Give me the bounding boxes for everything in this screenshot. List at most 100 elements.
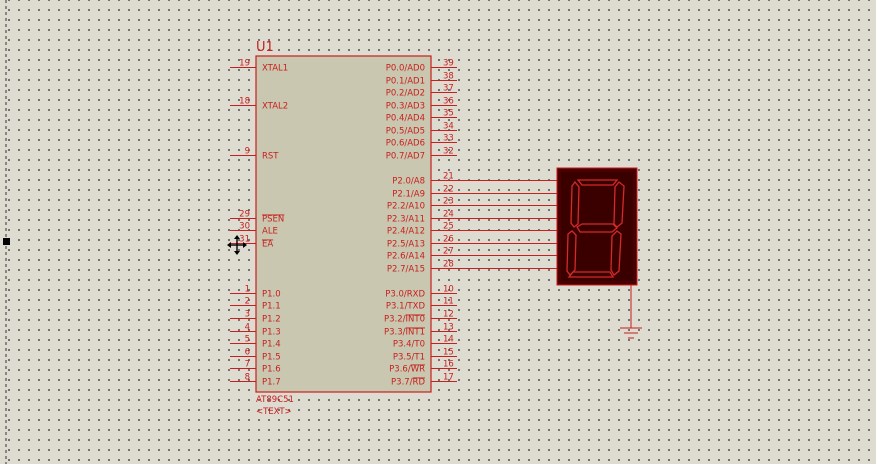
pin-label: P3.1/TXD	[386, 302, 426, 312]
pin-number: 7	[245, 360, 250, 370]
pin-number: 9	[245, 147, 250, 157]
seven-segment-display[interactable]	[556, 167, 638, 286]
pin-label: P3.0/RXD	[385, 290, 425, 300]
pin-number: 3	[245, 310, 250, 320]
pin-number: 34	[443, 122, 454, 132]
pin-number: 6	[245, 348, 250, 358]
pin-label: P1.3	[262, 328, 281, 338]
pin-label: P0.7/AD7	[386, 152, 425, 162]
port2-wires	[457, 180, 557, 269]
pin-number: 21	[443, 172, 454, 182]
segment-e	[566, 230, 577, 276]
pin-number: 12	[443, 310, 454, 320]
pin-number: 28	[443, 260, 454, 270]
segment-a	[576, 179, 619, 186]
segment-g	[576, 223, 618, 233]
pin-number: 4	[245, 323, 250, 333]
pin-label: P0.1/AD1	[386, 77, 425, 87]
chip-body[interactable]	[255, 55, 432, 393]
pin-label: P1.0	[262, 290, 281, 300]
square-marker-icon[interactable]	[3, 238, 10, 245]
segment-b	[613, 181, 625, 228]
digit-segments	[566, 179, 625, 278]
move-cursor-icon	[227, 235, 247, 255]
pin-number: 39	[443, 59, 454, 69]
pin-label: P1.1	[262, 302, 281, 312]
pin-label: P2.2/A10	[387, 202, 425, 212]
pin-number: 19	[239, 59, 250, 69]
pin-number: 32	[443, 147, 454, 157]
component-reference: U1	[256, 40, 274, 55]
pin-label: P3.3/INT1	[384, 328, 425, 338]
pin-label: P1.5	[262, 353, 281, 363]
pin-number: 8	[245, 373, 250, 383]
pin-label: P0.2/AD2	[386, 89, 425, 99]
pin-number: 18	[239, 97, 250, 107]
pin-number: 26	[443, 235, 454, 245]
pin-number: 38	[443, 72, 454, 82]
segment-f	[570, 180, 580, 228]
pin-label: P1.2	[262, 315, 281, 325]
pin-label: P3.7/RD	[391, 378, 425, 388]
pin-number: 11	[443, 297, 454, 307]
ground-icon[interactable]	[620, 285, 642, 339]
pin-number: 14	[443, 335, 454, 345]
pin-label: RST	[262, 152, 279, 162]
pin-number: 29	[239, 210, 250, 220]
pin-label: P0.6/AD6	[386, 139, 425, 149]
component-text-placeholder: <TEXT>	[256, 407, 292, 417]
pin-label: P0.3/AD3	[386, 102, 425, 112]
pin-number: 16	[443, 360, 454, 370]
segment-c	[610, 230, 622, 276]
pin-number: 30	[239, 222, 250, 232]
pin-number: 17	[443, 373, 454, 383]
pin-label: P0.5/AD5	[386, 127, 425, 137]
pin-number: 35	[443, 109, 454, 119]
pin-label: P2.6/A14	[387, 252, 425, 262]
pin-number: 36	[443, 97, 454, 107]
pin-label: PSEN	[262, 215, 284, 225]
pin-number: 22	[443, 185, 454, 195]
pin-number: 23	[443, 197, 454, 207]
